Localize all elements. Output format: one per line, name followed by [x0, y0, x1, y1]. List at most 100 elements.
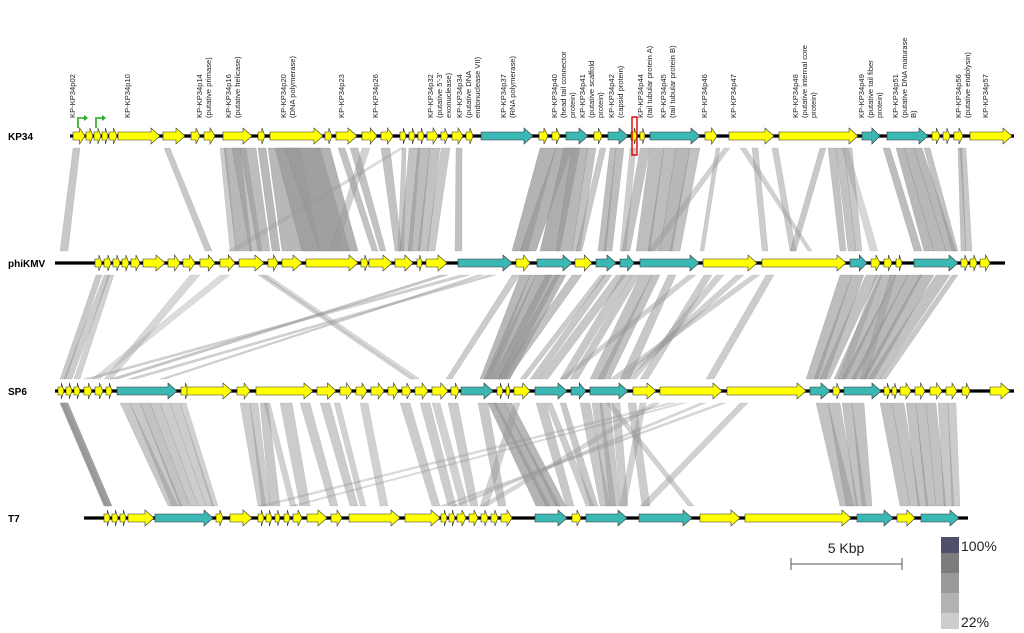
- genome-name: T7: [8, 514, 20, 525]
- gene-label: KP-KP34p10: [123, 74, 132, 118]
- homology-link: [447, 402, 479, 507]
- gene-arrow: [281, 254, 303, 272]
- homology-link: [426, 147, 451, 252]
- homology-link: [619, 402, 647, 507]
- gene-arrow: [565, 127, 589, 145]
- homology-link: [445, 274, 521, 380]
- gene-arrow: [849, 254, 868, 272]
- gene-arrow: [94, 382, 104, 400]
- gene-arrow: [534, 509, 568, 527]
- homology-link: [882, 147, 923, 252]
- homology-link: [559, 274, 633, 380]
- gene-arrow: [73, 382, 81, 400]
- genome-track-sp6: SP6: [8, 381, 1014, 401]
- gene-label: KP-KP34p56(putative endolysin): [954, 52, 972, 118]
- homology-link: [257, 402, 677, 507]
- homology-link: [879, 274, 959, 380]
- gene-arrow: [408, 127, 416, 145]
- gene-arrow: [274, 509, 281, 527]
- gene-arrow: [496, 382, 504, 400]
- gene-arrow: [222, 127, 253, 145]
- homology-link: [257, 147, 281, 252]
- homology-link: [603, 147, 625, 252]
- homology-link: [299, 402, 339, 507]
- gene-arrow: [953, 127, 964, 145]
- homology-link: [439, 402, 727, 507]
- promoter-tag-arrowhead-icon: [84, 115, 88, 121]
- gene-arrow: [182, 254, 196, 272]
- gene-arrow: [404, 509, 441, 527]
- gene-arrow: [456, 509, 467, 527]
- gene-arrow: [728, 127, 775, 145]
- gene-arrow: [316, 382, 337, 400]
- gene-arrow: [380, 127, 394, 145]
- homology-link: [827, 147, 847, 252]
- homology-link: [227, 147, 405, 252]
- gene-arrow: [480, 509, 489, 527]
- homology-link: [59, 147, 81, 252]
- gene-arrow: [219, 254, 236, 272]
- gene-arrow: [162, 127, 186, 145]
- gene-label: KP-KP34p40(head tail connectorprotein): [550, 51, 577, 118]
- homology-link: [477, 402, 507, 507]
- gene-arrow: [414, 382, 429, 400]
- gene-arrow: [203, 126, 216, 146]
- gene-arrow: [886, 127, 929, 145]
- gene-label: KP-KP34p14(putative primase): [195, 57, 213, 118]
- gene-arrow: [702, 254, 758, 272]
- homology-link: [63, 274, 111, 380]
- gene-arrow: [589, 382, 629, 400]
- gene-arrow: [85, 127, 94, 145]
- gene-arrow: [931, 127, 941, 145]
- gene-arrow: [961, 382, 971, 400]
- homology-link: [399, 402, 441, 507]
- gene-arrow: [513, 382, 531, 400]
- homology-link: [843, 147, 863, 252]
- gene-label: KP-KP34p57: [981, 74, 990, 118]
- gene-arrow: [112, 254, 121, 272]
- gene-arrow: [448, 509, 456, 527]
- gene-arrow: [500, 508, 513, 528]
- gene-label: KP-KP34p49(putative tail fiberprotein): [857, 60, 884, 118]
- gene-arrow: [65, 382, 73, 400]
- gene-arrow: [238, 254, 265, 272]
- homology-link: [159, 274, 485, 380]
- genome-track-kp34: KP34: [8, 115, 1014, 156]
- gene-arrow: [945, 381, 958, 401]
- gene-label: KP-KP34p45(tail tubular protein B): [659, 45, 677, 118]
- homology-link: [859, 274, 897, 380]
- homology-link: [669, 147, 701, 252]
- gene-arrow: [460, 382, 494, 400]
- gene-arrow: [883, 254, 893, 272]
- homology-link: [597, 274, 661, 380]
- homology-link: [789, 147, 827, 252]
- homology-link: [751, 147, 769, 252]
- homology-link: [819, 274, 879, 380]
- gene-arrow: [450, 382, 460, 400]
- homology-link: [619, 274, 677, 380]
- homology-link: [851, 402, 873, 507]
- gene-arrow: [401, 382, 412, 400]
- gene-arrow: [355, 381, 368, 401]
- homology-link: [559, 402, 599, 507]
- homology-link: [337, 147, 379, 252]
- gene-arrow: [121, 254, 130, 272]
- homology-link: [639, 402, 749, 507]
- genome-name: SP6: [8, 387, 27, 398]
- gene-arrow: [515, 254, 531, 272]
- gene-arrow: [969, 127, 1013, 145]
- gene-arrow: [632, 382, 657, 400]
- gene-arrow: [257, 509, 265, 527]
- gene-arrow: [339, 382, 353, 400]
- gene-arrow: [103, 254, 112, 272]
- gene-arrow: [607, 127, 629, 145]
- homology-link: [559, 274, 697, 380]
- gene-arrow: [929, 382, 943, 400]
- homology-link: [705, 274, 775, 380]
- homology-link: [279, 402, 311, 507]
- homology-link: [947, 402, 961, 507]
- gene-arrow: [199, 254, 216, 272]
- homology-link: [163, 147, 213, 252]
- homology-link: [261, 274, 421, 380]
- gene-label: KP-KP34p34(putative DNAendonuclease VII): [455, 56, 482, 118]
